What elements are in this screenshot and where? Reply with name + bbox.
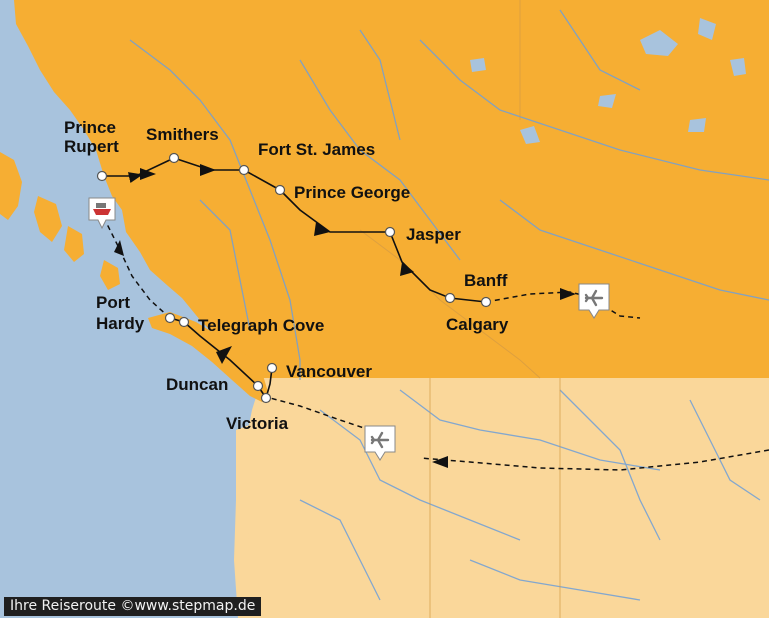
- label-prince-rupert: Prince Rupert: [64, 118, 121, 156]
- arrow: [216, 346, 232, 364]
- stop-duncan: [252, 380, 264, 392]
- stop-banff: [480, 296, 492, 308]
- stop-prince-rupert: [96, 170, 108, 182]
- arrow: [140, 168, 156, 180]
- borders: [359, 0, 561, 618]
- stop-jasper: [384, 226, 396, 238]
- label-calgary: Calgary: [446, 315, 509, 334]
- coastal-island: [100, 260, 120, 290]
- airplane-icon: [578, 283, 610, 319]
- arrow: [432, 456, 448, 468]
- arrow: [200, 164, 216, 176]
- stop-fort-st-james: [238, 164, 250, 176]
- label-fort-st-james: Fort St. James: [258, 140, 375, 159]
- rivers: [129, 9, 769, 601]
- stop-telegraph-cove: [178, 316, 190, 328]
- label-prince-george: Prince George: [294, 183, 410, 202]
- label-duncan: Duncan: [166, 375, 228, 394]
- stop-calgary: [444, 292, 456, 304]
- vancouver-island: [148, 312, 268, 402]
- arrow: [114, 240, 124, 256]
- stop-port-hardy: [164, 312, 176, 324]
- airplane-icon: [364, 425, 396, 461]
- coastal-island: [64, 226, 84, 262]
- label-telegraph-cove: Telegraph Cove: [198, 316, 324, 335]
- label-jasper: Jasper: [406, 225, 461, 244]
- route-arrows: [114, 164, 576, 468]
- lakes: [470, 18, 746, 144]
- usa-region: [236, 378, 769, 618]
- stop-vancouver: [266, 362, 278, 374]
- label-banff: Banff: [464, 271, 508, 290]
- coastal-island: [34, 196, 62, 242]
- route-stops: [96, 152, 492, 404]
- haida-gwaii: [0, 152, 22, 220]
- arrow: [400, 262, 414, 276]
- label-port-hardy: Port Hardy: [96, 293, 145, 333]
- arrow: [314, 222, 330, 236]
- label-vancouver: Vancouver: [286, 362, 372, 381]
- us-coast: [234, 424, 266, 618]
- label-smithers: Smithers: [146, 125, 219, 144]
- arrow: [560, 288, 576, 300]
- label-victoria: Victoria: [226, 414, 289, 433]
- stop-victoria: [260, 392, 272, 404]
- stop-prince-george: [274, 184, 286, 196]
- ferry-icon: [88, 197, 116, 230]
- map-credit: Ihre Reiseroute ©www.stepmap.de: [4, 597, 262, 616]
- stop-smithers: [168, 152, 180, 164]
